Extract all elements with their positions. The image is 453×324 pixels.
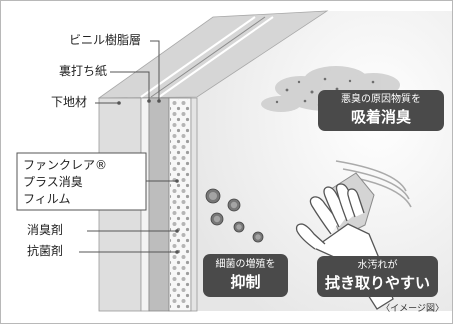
odor-callout-line1: 悪臭の原因物質を [341,94,421,105]
deodorant-beads [170,99,190,310]
film-label-frame [16,152,147,211]
base-material-label: 下地材 [51,95,88,109]
top-edge-stripe [150,16,266,98]
wall-face-edge [190,97,198,312]
vinyl-resin-label: ビニル樹脂層 [69,33,142,47]
wall-top-edge [97,10,329,99]
dirt-callout-line2: 拭き取りやすい [324,273,430,292]
dirt-callout: 水汚れが 拭き取りやすい [317,256,438,297]
odor-callout-line2: 吸着消臭 [350,107,411,126]
bacteria-callout-line2: 抑制 [230,272,261,291]
bacteria-callout: 細菌の増殖を 抑制 [203,254,288,297]
dirt-callout-line1: 水汚れが [357,260,398,271]
film-label-line2: プラス消臭 [23,175,83,189]
top-edge-stripe [158,16,274,98]
deodorant-label: 消臭剤 [27,223,64,237]
antibacterial-label: 抗菌剤 [27,244,64,258]
backing-paper-label: 裏打ち紙 [59,64,108,78]
leader-lines [79,40,177,253]
film-label-line1: ファンクレア® [23,158,108,172]
film-label-line3: フィルム [23,192,71,206]
bacteria-cluster [205,188,264,243]
leader-dots [117,99,179,254]
odor-callout: 悪臭の原因物質を 吸着消臭 [318,90,444,131]
bacteria-callout-line1: 細菌の増殖を [215,259,276,270]
image-caption: 〈イメージ図〉 [381,304,444,314]
vinyl-resin-layer [148,97,170,312]
top-edge-stripe [140,16,256,98]
